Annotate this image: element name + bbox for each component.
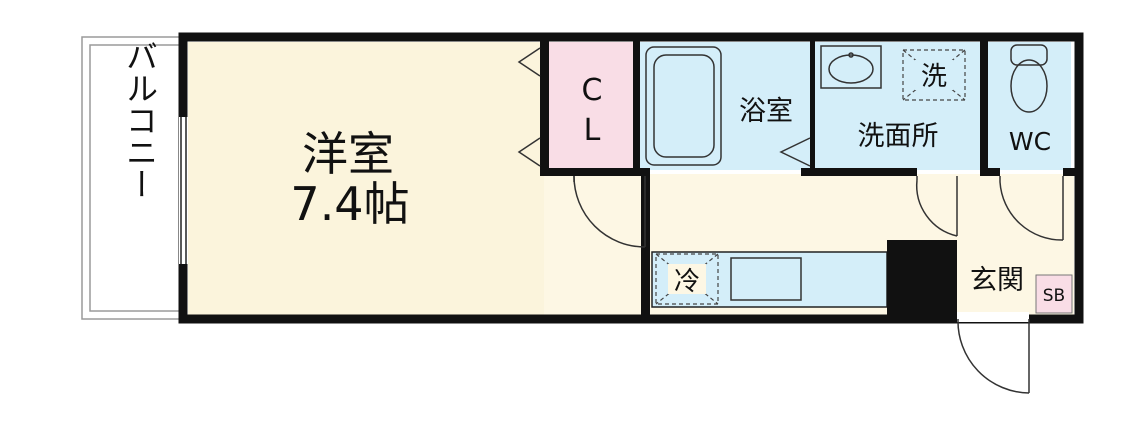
kitchen-sink xyxy=(730,257,802,301)
balcony-window xyxy=(179,117,188,264)
western-room-size: 7.4帖 xyxy=(290,177,409,231)
shoe-box-label: SB xyxy=(1043,286,1065,306)
washer-space xyxy=(902,49,966,101)
fridge-space xyxy=(655,253,719,305)
washroom-label: 洗面所 xyxy=(858,121,939,152)
entrance-door-gap xyxy=(957,312,1029,322)
closet-floor xyxy=(549,42,633,170)
toilet-floor xyxy=(988,42,1071,170)
bathroom-floor xyxy=(640,42,810,170)
balcony: バルコニー xyxy=(81,36,184,320)
balcony-label: バルコニー xyxy=(121,40,159,200)
shoe-box xyxy=(1035,274,1073,314)
closet-label-c: C xyxy=(582,73,603,108)
bathtub xyxy=(645,46,722,166)
western-room-door xyxy=(573,175,646,248)
western-room-floor xyxy=(188,42,544,315)
toilet-icon xyxy=(1010,44,1048,113)
wash-basin xyxy=(820,45,882,89)
washroom-door xyxy=(915,176,958,237)
toilet-label: WC xyxy=(1009,127,1051,156)
closet-door xyxy=(517,47,541,167)
toilet-door xyxy=(999,176,1064,241)
western-room-label: 洋室 xyxy=(302,127,394,181)
entrance-step xyxy=(887,240,957,316)
closet-label-l: L xyxy=(584,113,601,148)
bathroom-label: 浴室 xyxy=(739,96,793,127)
entrance-label: 玄関 xyxy=(970,265,1024,296)
entrance-door xyxy=(957,318,1030,394)
fridge-mark: 冷 xyxy=(674,267,700,297)
washer-mark: 洗 xyxy=(921,62,947,92)
bathroom-door xyxy=(779,137,811,167)
